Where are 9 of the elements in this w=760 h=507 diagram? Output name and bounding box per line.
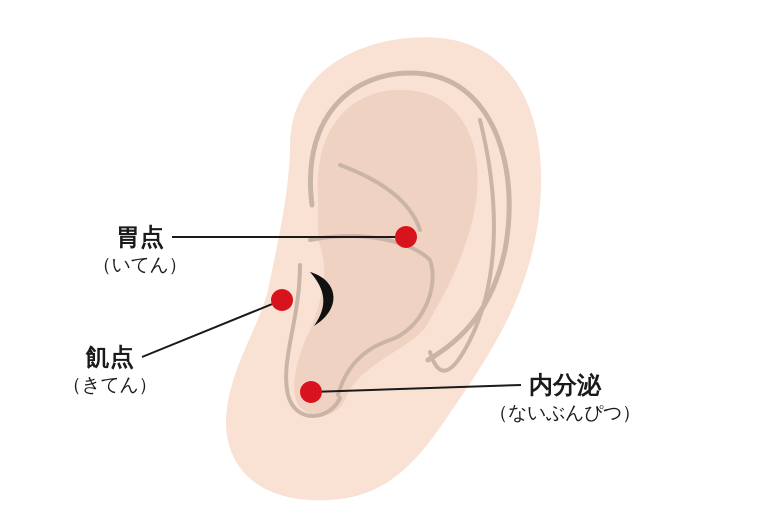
point-reading: （いてん） [92, 253, 188, 278]
point-name: 内分泌 [529, 370, 601, 400]
leader-line [172, 236, 395, 238]
point-name: 飢点 [86, 342, 134, 372]
point-reading: （ないぶんぴつ） [489, 401, 641, 426]
leader-line [142, 303, 272, 358]
point-reading: （きてん） [62, 373, 158, 398]
point-name: 胃点 [116, 222, 164, 252]
leader-line [322, 384, 522, 393]
